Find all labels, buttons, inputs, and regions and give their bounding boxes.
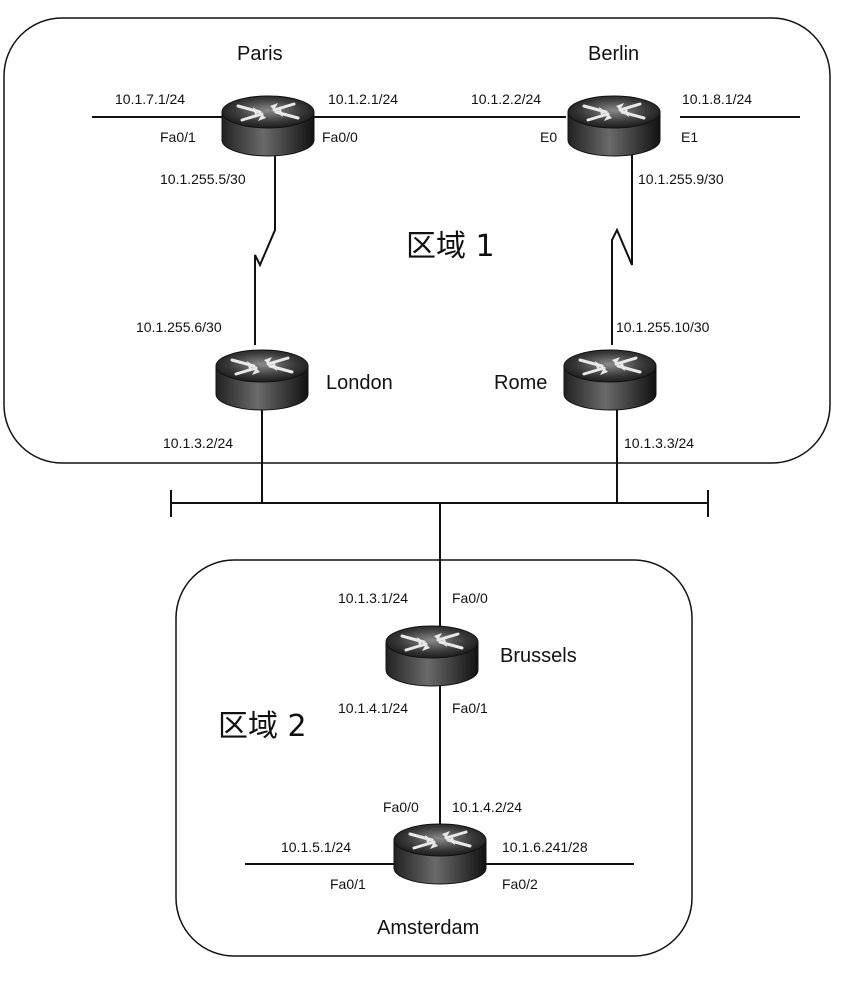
london-lan-ip: 10.1.3.2/24 xyxy=(163,435,233,451)
router-brussels-name: Brussels xyxy=(500,645,577,667)
area-1-boundary xyxy=(3,17,831,464)
amsterdam-fa0-1-ip: 10.1.5.1/24 xyxy=(281,839,351,855)
router-rome-name: Rome xyxy=(494,372,547,394)
amsterdam-fa0-2-ip: 10.1.6.241/28 xyxy=(502,839,588,855)
router-berlin-name: Berlin xyxy=(588,43,639,65)
paris-fa0-1-ip: 10.1.7.1/24 xyxy=(115,91,185,107)
berlin-e0-interface: E0 xyxy=(540,129,557,145)
paris-fa0-1-interface: Fa0/1 xyxy=(160,129,196,145)
amsterdam-fa0-1-interface: Fa0/1 xyxy=(330,876,366,892)
router-brussels-icon xyxy=(384,624,480,688)
amsterdam-fa0-0-interface: Fa0/0 xyxy=(383,799,419,815)
router-rome-icon xyxy=(562,348,658,412)
router-berlin-icon xyxy=(566,94,662,158)
amsterdam-fa0-0-ip: 10.1.4.2/24 xyxy=(452,799,522,815)
berlin-e1-interface: E1 xyxy=(681,129,698,145)
amsterdam-fa0-2-interface: Fa0/2 xyxy=(502,876,538,892)
router-paris-icon xyxy=(220,94,316,158)
berlin-serial-ip: 10.1.255.9/30 xyxy=(638,171,724,187)
area-2-boundary xyxy=(175,559,693,957)
berlin-e0-ip: 10.1.2.2/24 xyxy=(471,91,541,107)
area-2-label: 区域 2 xyxy=(218,709,307,744)
paris-london-serial-link xyxy=(254,150,276,345)
paris-fa0-0-interface: Fa0/0 xyxy=(322,129,358,145)
router-paris-name: Paris xyxy=(237,43,283,65)
area-1-label: 区域 1 xyxy=(406,229,495,264)
router-amsterdam-name: Amsterdam xyxy=(377,917,479,939)
rome-serial-ip: 10.1.255.10/30 xyxy=(616,319,710,335)
paris-fa0-0-ip: 10.1.2.1/24 xyxy=(328,91,398,107)
brussels-fa0-0-ip: 10.1.3.1/24 xyxy=(338,590,408,606)
berlin-rome-serial-link xyxy=(611,150,633,345)
router-london-name: London xyxy=(326,372,393,394)
london-serial-ip: 10.1.255.6/30 xyxy=(136,319,222,335)
berlin-e1-ip: 10.1.8.1/24 xyxy=(682,91,752,107)
paris-serial-ip: 10.1.255.5/30 xyxy=(160,171,246,187)
brussels-fa0-1-interface: Fa0/1 xyxy=(452,700,488,716)
brussels-fa0-1-ip: 10.1.4.1/24 xyxy=(338,700,408,716)
brussels-fa0-0-interface: Fa0/0 xyxy=(452,590,488,606)
router-amsterdam-icon xyxy=(392,822,488,886)
router-london-icon xyxy=(214,348,310,412)
rome-lan-ip: 10.1.3.3/24 xyxy=(624,435,694,451)
